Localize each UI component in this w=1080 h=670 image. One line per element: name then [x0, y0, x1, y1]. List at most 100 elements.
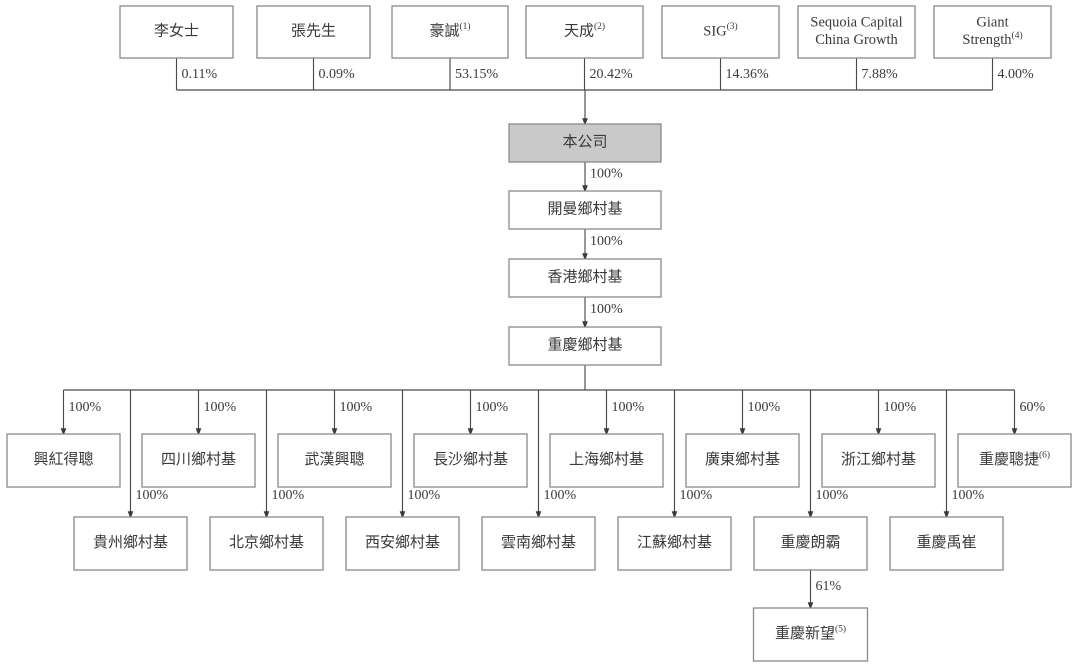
t4-changsha: 長沙鄉村基: [413, 433, 528, 488]
node-hongkong-label: 香港鄉村基: [547, 268, 622, 285]
sh-haocheng-rect: [391, 5, 509, 59]
t5-beijing-pct: 100%: [272, 488, 305, 503]
t4-sichuan: 四川鄉村基: [141, 433, 256, 488]
sh-zhang-pct: 0.09%: [319, 67, 356, 82]
t5-guizhou-rect: [73, 516, 188, 571]
t4-shanghai-pct: 100%: [612, 400, 645, 415]
t5-guizhou-label: 貴州鄉村基: [93, 534, 168, 551]
t5-langba: 重慶朗霸: [753, 516, 868, 571]
node-cayman-label: 開曼鄉村基: [547, 200, 622, 217]
sh-zhang-rect: [256, 5, 371, 59]
t4-zhejiang-rect: [821, 433, 936, 488]
sh-li-pct: 0.11%: [182, 67, 218, 82]
t5-xian-pct: 100%: [408, 488, 441, 503]
t6-xinwang-label: 重慶新望(5): [775, 624, 846, 642]
sh-giant-sup: (4): [1012, 30, 1023, 41]
t5-beijing-rect: [209, 516, 324, 571]
sh-haocheng-sup: (1): [459, 21, 470, 32]
t5-jiangsu-label: 江蘇鄉村基: [637, 534, 712, 551]
t4-congjie-pct: 60%: [1020, 400, 1046, 415]
t4-congjie-sup: (6): [1039, 450, 1050, 461]
t5-jiangsu: 江蘇鄉村基: [617, 516, 732, 571]
t4-zhejiang: 浙江鄉村基: [821, 433, 936, 488]
t4-changsha-pct: 100%: [476, 400, 509, 415]
node-company-label: 本公司: [562, 133, 607, 150]
sh-sig-rect: [661, 5, 780, 59]
t4-wuhan: 武漢興聰: [277, 433, 392, 488]
node-hongkong-rect: [508, 258, 662, 298]
t4-congjie-label: 重慶聰捷(6): [979, 450, 1050, 468]
t5-beijing-label: 北京鄉村基: [229, 534, 304, 551]
t5-yunnan-label: 雲南鄉村基: [501, 534, 576, 551]
node-chongqing: 重慶鄉村基: [508, 326, 662, 366]
sh-tiancheng-rect: [525, 5, 644, 59]
node-hongkong-pct: 100%: [590, 302, 623, 317]
t5-yucui: 重慶禹崔: [889, 516, 1004, 571]
sh-tiancheng-sup: (2): [594, 21, 605, 32]
t6-xinwang-sup: (5): [835, 624, 846, 635]
node-company-rect: [508, 123, 662, 163]
t6-xinwang: 重慶新望(5): [752, 607, 869, 662]
sh-sequoia-rect: [797, 5, 916, 59]
sh-giant-label: Giant: [976, 15, 1008, 31]
t5-xian-rect: [345, 516, 460, 571]
node-hongkong: 香港鄉村基: [508, 258, 662, 298]
t6-xinwang-pct: 61%: [816, 579, 842, 594]
t5-beijing: 北京鄉村基: [209, 516, 324, 571]
t5-langba-label: 重慶朗霸: [780, 534, 840, 551]
t4-sichuan-rect: [141, 433, 256, 488]
t4-sichuan-label: 四川鄉村基: [161, 451, 236, 468]
node-company-pct: 100%: [590, 167, 623, 182]
connector-layer: 0.11%0.09%53.15%20.42%14.36%7.88%4.00%10…: [60, 58, 1046, 610]
t4-guangdong-rect: [685, 433, 800, 488]
t5-guizhou-pct: 100%: [136, 488, 169, 503]
sh-giant-rect: [933, 5, 1052, 59]
sh-tiancheng: 天成(2): [525, 5, 644, 59]
node-company: 本公司: [508, 123, 662, 163]
t4-guangdong-label: 廣東鄉村基: [705, 451, 780, 468]
t5-yunnan-pct: 100%: [544, 488, 577, 503]
t4-zhejiang-pct: 100%: [884, 400, 917, 415]
node-chongqing-label: 重慶鄉村基: [547, 336, 622, 353]
t4-xinghong-pct: 100%: [69, 400, 102, 415]
sh-sig-sup: (3): [727, 21, 738, 32]
t4-xinghong-rect: [6, 433, 121, 488]
t4-xinghong-label: 興紅得聰: [33, 450, 93, 468]
sh-zhang: 張先生: [256, 5, 371, 59]
t4-shanghai: 上海鄉村基: [549, 433, 664, 488]
sh-sequoia-label: China Growth: [815, 32, 898, 48]
t4-zhejiang-label: 浙江鄉村基: [841, 451, 916, 468]
t4-shanghai-rect: [549, 433, 664, 488]
t4-congjie-rect: [957, 433, 1072, 488]
sh-haocheng-pct: 53.15%: [455, 67, 499, 82]
t4-wuhan-pct: 100%: [340, 400, 373, 415]
t4-shanghai-label: 上海鄉村基: [569, 451, 644, 468]
t5-yunnan-rect: [481, 516, 596, 571]
t4-guangdong-pct: 100%: [748, 400, 781, 415]
t4-wuhan-rect: [277, 433, 392, 488]
t5-guizhou: 貴州鄉村基: [73, 516, 188, 571]
node-cayman-rect: [508, 190, 662, 230]
t4-wuhan-label: 武漢興聰: [304, 450, 364, 468]
t4-changsha-label: 長沙鄉村基: [433, 451, 508, 468]
node-chongqing-rect: [508, 326, 662, 366]
sh-giant-pct: 4.00%: [998, 67, 1035, 82]
sh-li-rect: [119, 5, 234, 59]
sh-sig: SIG(3): [661, 5, 780, 59]
sh-haocheng: 豪誠(1): [391, 5, 509, 59]
t5-jiangsu-pct: 100%: [680, 488, 713, 503]
t6-xinwang-rect: [752, 607, 869, 662]
t5-yucui-label: 重慶禹崔: [916, 534, 976, 551]
t5-xian-label: 西安鄉村基: [365, 534, 440, 551]
node-layer: 李女士 張先生豪誠(1) 天成(2) SIG(3) Sequoia CapitalChi…: [6, 5, 1072, 662]
node-cayman-pct: 100%: [590, 234, 623, 249]
t5-yunnan: 雲南鄉村基: [481, 516, 596, 571]
t5-xian: 西安鄉村基: [345, 516, 460, 571]
sh-li-label: 李女士: [154, 21, 199, 39]
t5-langba-pct: 100%: [816, 488, 849, 503]
t5-jiangsu-rect: [617, 516, 732, 571]
